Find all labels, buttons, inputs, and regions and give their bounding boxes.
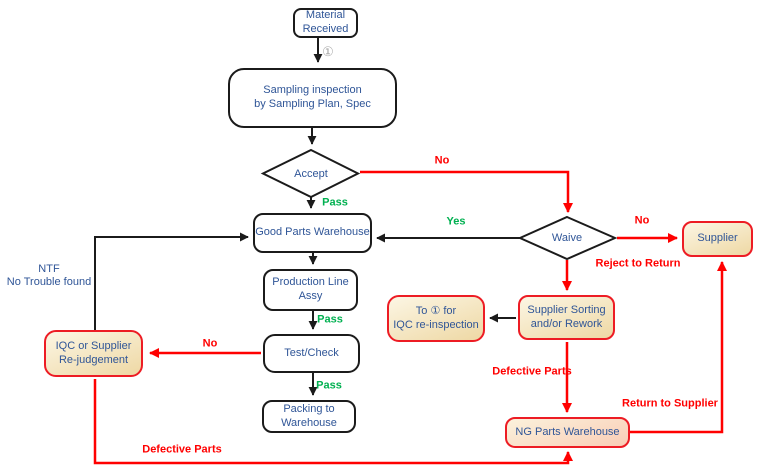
label-no-waive: No xyxy=(634,214,650,227)
node-material-received: Material Received xyxy=(293,8,358,38)
label-pass-accept: Pass xyxy=(322,196,348,209)
label-defective-parts-bottom: Defective Parts xyxy=(142,443,222,456)
label-reject-to-return: Reject to Return xyxy=(595,257,681,270)
label-pass-assy: Pass xyxy=(317,313,343,326)
node-good-parts-warehouse: Good Parts Warehouse xyxy=(253,213,372,253)
node-iqc-or-supplier-rejudgement: IQC or Supplier Re-judgement xyxy=(44,330,143,377)
label-pass-test: Pass xyxy=(316,379,342,392)
label-no-accept: No xyxy=(434,154,450,167)
label-no-test: No xyxy=(202,337,218,350)
accept-diamond-label: Accept xyxy=(294,168,328,180)
edge-iqc-defective-to-ng xyxy=(93,379,573,465)
label-return-to-supplier: Return to Supplier xyxy=(622,397,718,410)
node-supplier: Supplier xyxy=(682,221,753,257)
node-ng-parts-warehouse: NG Parts Warehouse xyxy=(505,417,630,448)
node-to-iqc-reinspection: To ① for IQC re-inspection xyxy=(387,295,485,342)
node-test-check: Test/Check xyxy=(263,334,360,373)
step-marker-1: ① xyxy=(322,44,334,60)
label-ntf-no-trouble-found: NTF No Trouble found xyxy=(6,262,92,288)
accept-diamond xyxy=(260,148,361,199)
waive-diamond-label: Waive xyxy=(551,232,583,244)
edge-accept-no-to-waive xyxy=(360,170,573,213)
label-yes-waive: Yes xyxy=(446,215,466,228)
node-sampling-inspection: Sampling inspection by Sampling Plan, Sp… xyxy=(228,68,397,128)
node-packing-to-warehouse: Packing to Warehouse xyxy=(262,400,356,433)
node-production-line-assy: Production Line Assy xyxy=(263,269,358,311)
edge-ng-return-to-supplier xyxy=(630,261,727,434)
node-supplier-sorting-rework: Supplier Sorting and/or Rework xyxy=(518,295,615,340)
label-defective-parts-right: Defective Parts xyxy=(492,365,572,378)
waive-diamond xyxy=(517,215,618,261)
edge-iqc-ntf-to-gpw xyxy=(94,232,249,330)
